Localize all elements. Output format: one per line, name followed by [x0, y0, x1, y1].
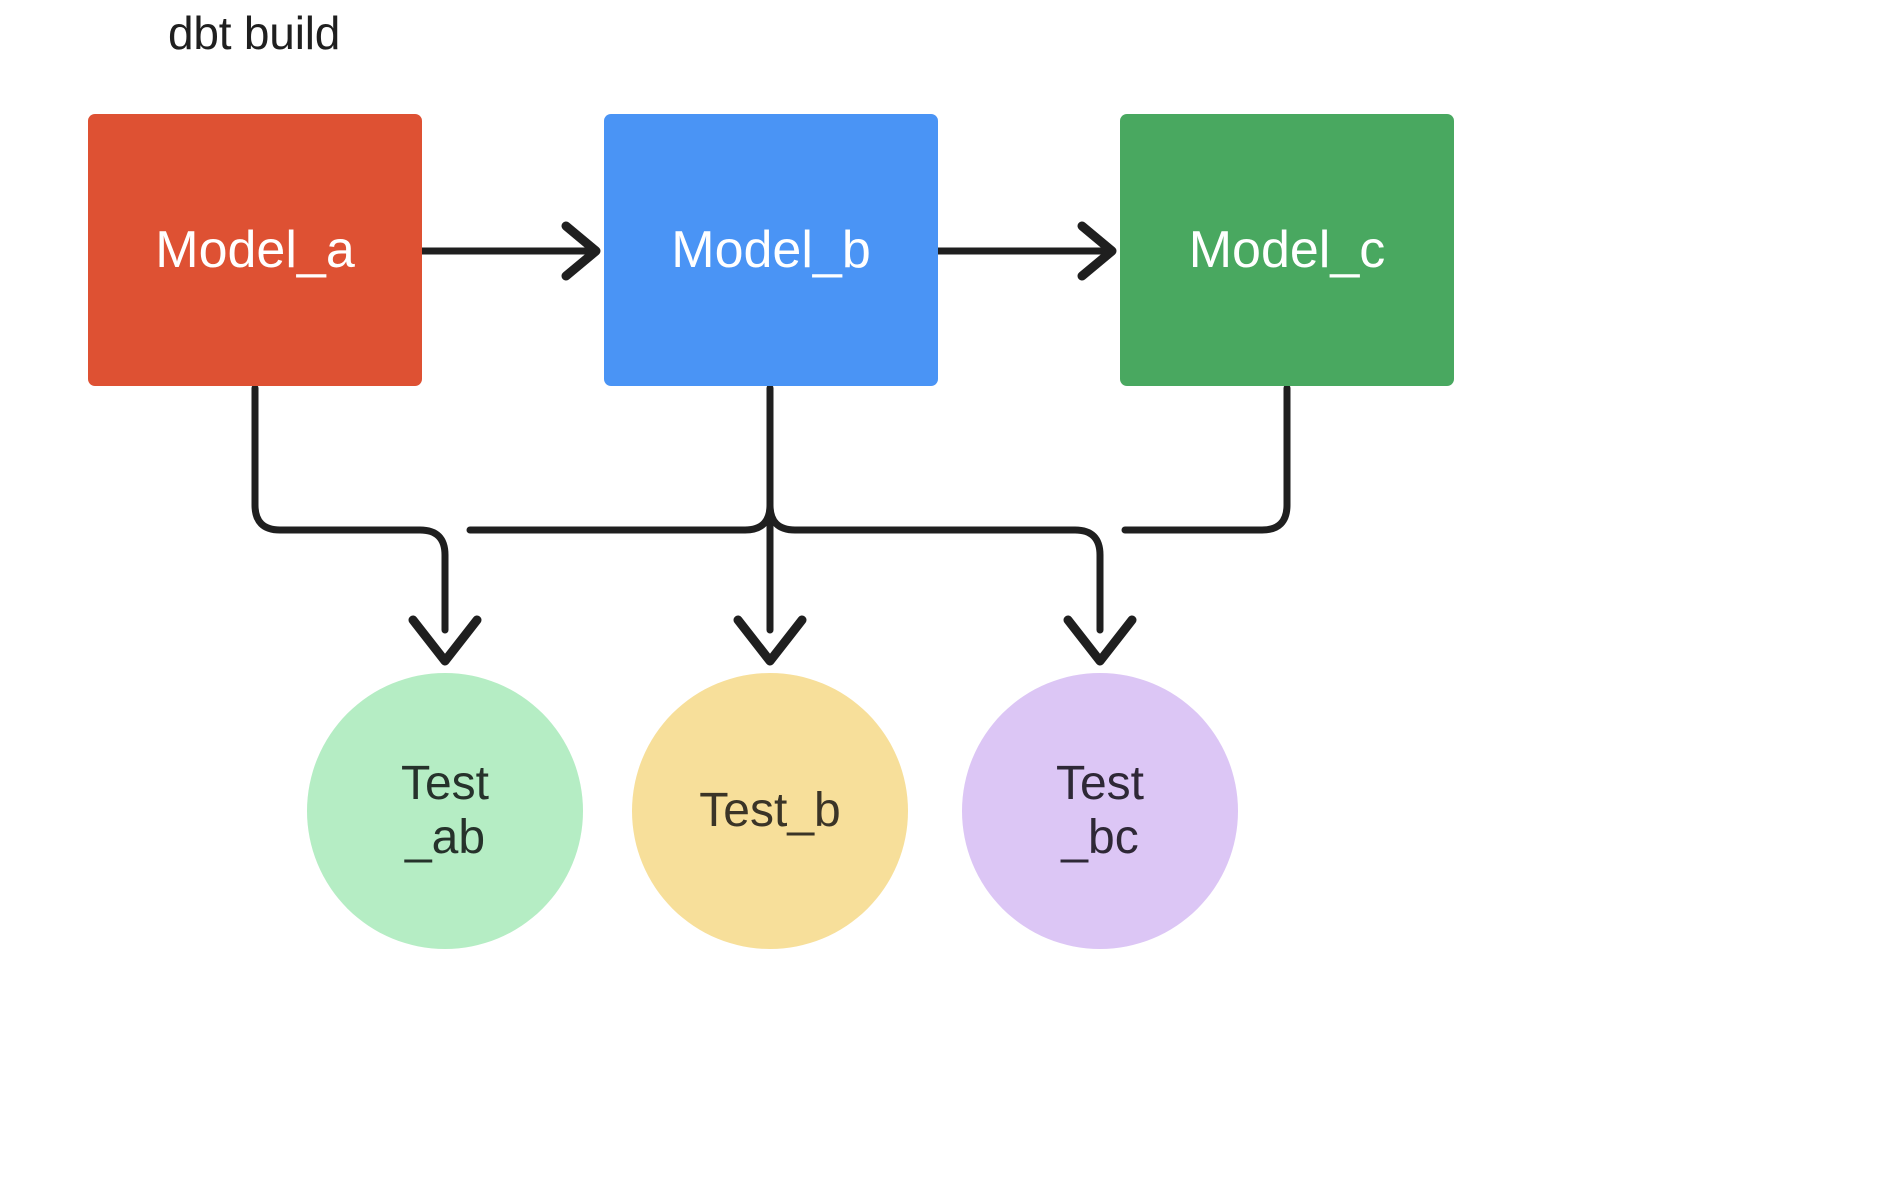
node-test-b-label: Test_b [699, 784, 841, 838]
edge-model-b-to-test-b [733, 384, 807, 666]
node-test-ab-label: Test _ab [400, 757, 490, 864]
page-title: dbt build [168, 7, 341, 59]
edge-model-a-to-model-b [418, 221, 601, 281]
edge-model-b-to-test-ab [466, 501, 774, 534]
node-test-bc[interactable]: Test _bc [962, 673, 1238, 949]
node-model-c[interactable]: Model_c [1120, 114, 1454, 386]
node-model-a[interactable]: Model_a [88, 114, 422, 386]
node-model-b-label: Model_b [671, 221, 871, 279]
edge-model-c-to-test-bc [1121, 384, 1291, 534]
node-test-bc-label: Test _bc [1055, 757, 1145, 864]
node-test-ab[interactable]: Test _ab [307, 673, 583, 949]
edge-model-b-to-model-c [934, 221, 1117, 281]
edge-model-b-to-test-bc [766, 501, 1137, 666]
node-model-a-label: Model_a [155, 221, 355, 279]
node-test-b[interactable]: Test_b [632, 673, 908, 949]
edge-model-a-to-test-ab [251, 384, 482, 666]
node-model-b[interactable]: Model_b [604, 114, 938, 386]
node-model-c-label: Model_c [1188, 221, 1386, 279]
